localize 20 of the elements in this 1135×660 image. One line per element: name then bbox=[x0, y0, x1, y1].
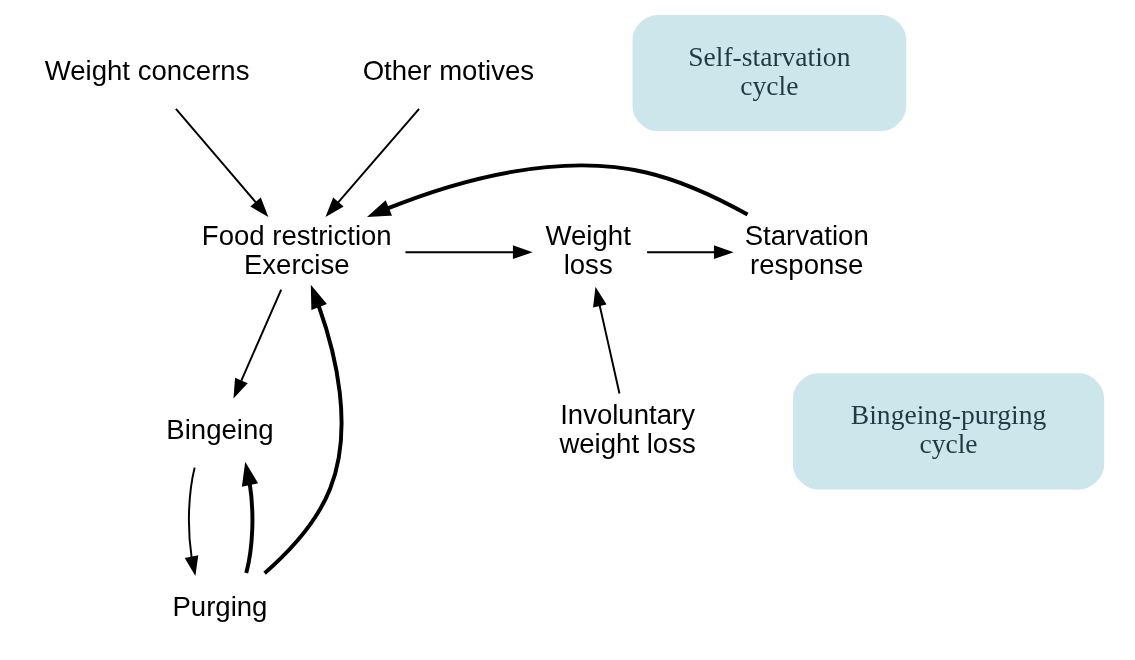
arrow bbox=[593, 286, 621, 395]
node-text: Purging bbox=[172, 590, 268, 622]
node-text: Bingeing bbox=[166, 413, 274, 445]
node-box: Bingeing-purging cycle bbox=[792, 373, 1105, 490]
arrow bbox=[184, 466, 199, 577]
arrow bbox=[367, 163, 749, 218]
node-text: Other motives bbox=[362, 55, 535, 87]
arrow bbox=[404, 245, 533, 260]
node-text: Involuntary weight loss bbox=[559, 398, 696, 460]
arrow bbox=[263, 284, 344, 575]
node-text: Food restriction Exercise bbox=[201, 219, 392, 281]
arrow bbox=[325, 107, 421, 217]
arrow bbox=[646, 245, 734, 260]
node-box: Self-starvation cycle bbox=[632, 14, 907, 132]
node-text: Weight concerns bbox=[44, 55, 250, 87]
node-text: Weight loss bbox=[545, 219, 631, 281]
arrow bbox=[241, 461, 259, 574]
arrow bbox=[174, 107, 269, 218]
arrow bbox=[233, 288, 283, 399]
node-text: Starvation response bbox=[744, 219, 869, 281]
